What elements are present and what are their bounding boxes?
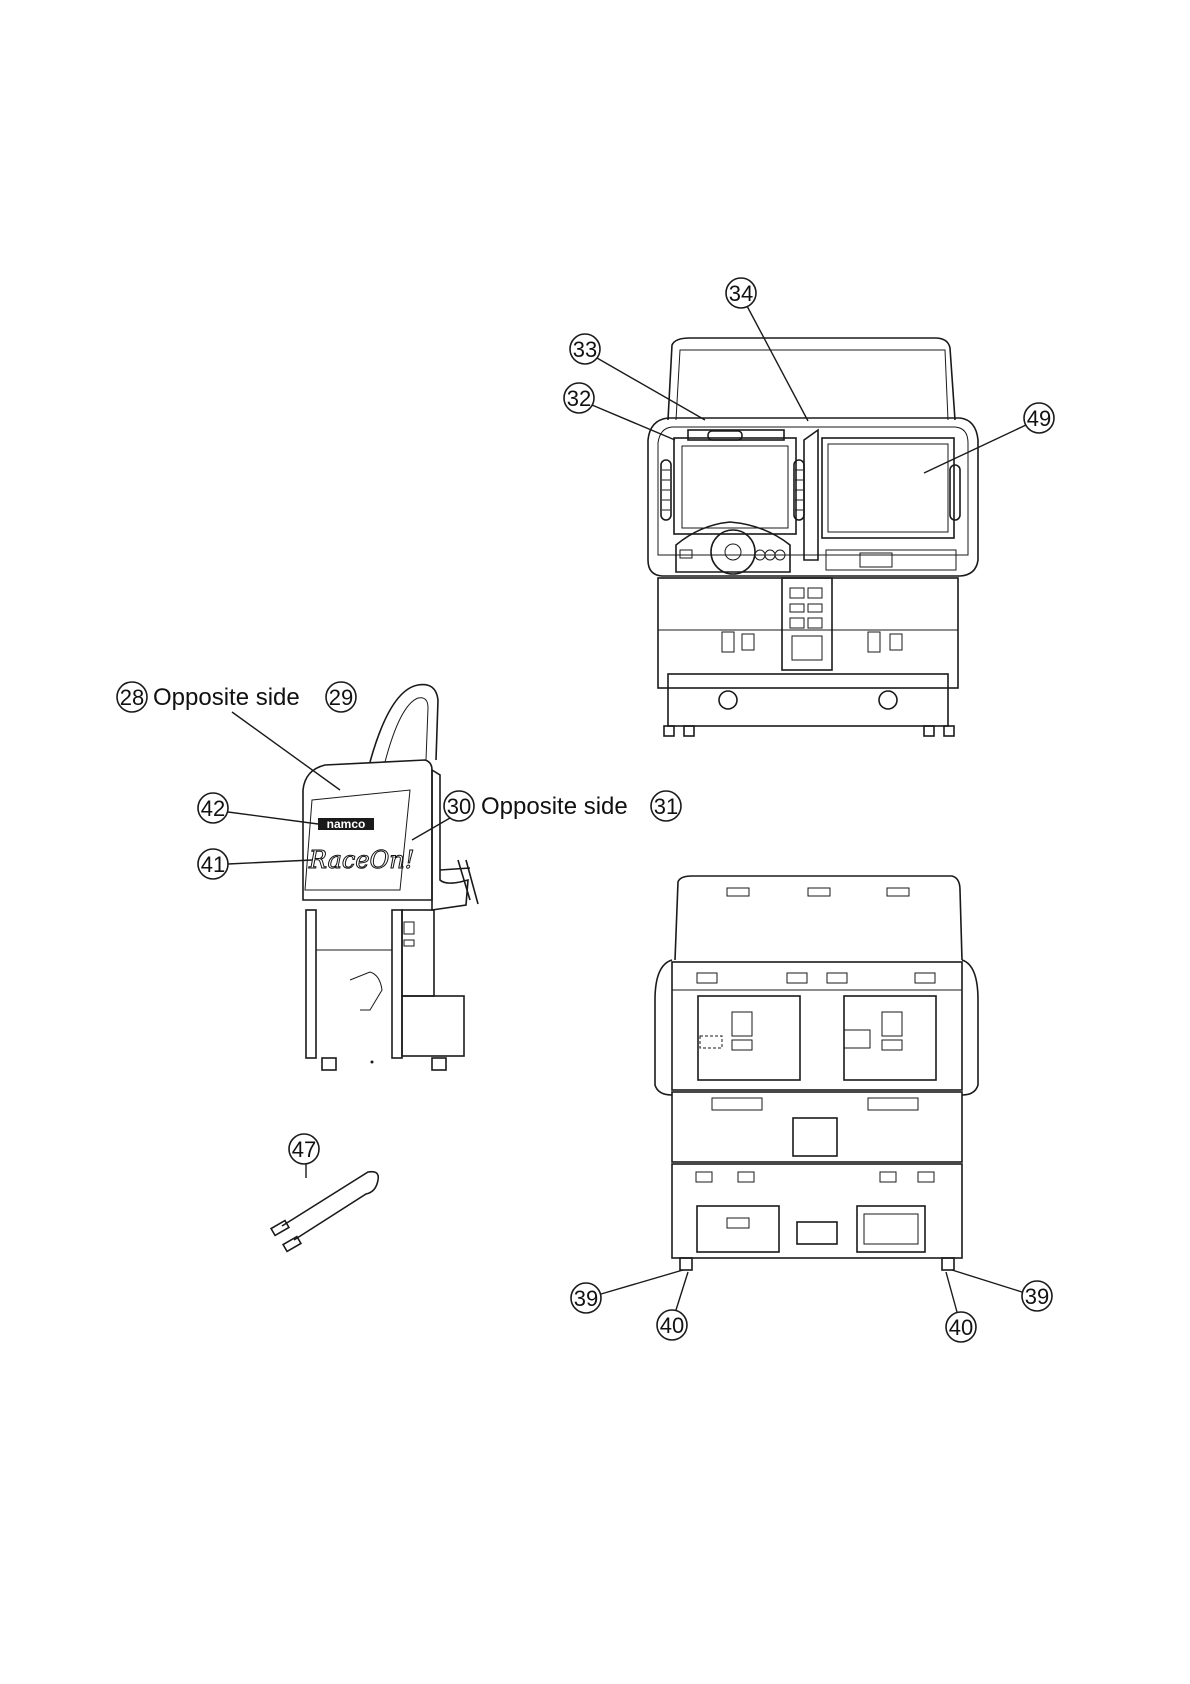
leader-40-right: [946, 1272, 957, 1312]
svg-text:39: 39: [574, 1286, 598, 1311]
callout-29: 29: [326, 682, 356, 712]
callout-39-left: 39: [571, 1283, 601, 1313]
leader-30: [412, 818, 450, 840]
callout-40-right: 40: [946, 1312, 976, 1342]
cabinet-rear-view: [655, 876, 978, 1270]
svg-text:33: 33: [573, 337, 597, 362]
leader-28: [232, 712, 340, 790]
svg-text:namco: namco: [327, 817, 366, 831]
leader-32: [592, 405, 675, 440]
svg-text:40: 40: [949, 1315, 973, 1340]
svg-text:29: 29: [329, 685, 353, 710]
callout-30: 30: [444, 791, 474, 821]
svg-text:32: 32: [567, 386, 591, 411]
leader-33: [597, 358, 705, 420]
svg-text:28: 28: [120, 685, 144, 710]
callout-42: 42: [198, 793, 228, 823]
svg-text:47: 47: [292, 1137, 316, 1162]
callout-49: 49: [1024, 403, 1054, 433]
leader-41: [228, 860, 312, 864]
leader-34: [747, 306, 808, 421]
callout-33: 33: [570, 334, 600, 364]
svg-text:40: 40: [660, 1313, 684, 1338]
cabinet-side-view: [303, 685, 478, 1070]
callout-31: 31: [651, 791, 681, 821]
callout-34: 34: [726, 278, 756, 308]
leader-40-left: [676, 1272, 688, 1310]
svg-text:42: 42: [201, 796, 225, 821]
opposite-side-label-2: Opposite side: [481, 793, 628, 820]
leader-49: [924, 425, 1026, 473]
cable-accessory: [271, 1172, 378, 1252]
opposite-side-label-1: Opposite side: [153, 684, 300, 711]
svg-text:41: 41: [201, 852, 225, 877]
namco-logo-decal: namco: [318, 817, 374, 831]
callout-28: 28: [117, 682, 147, 712]
svg-text:RaceOn!: RaceOn!: [308, 846, 414, 874]
svg-text:39: 39: [1025, 1284, 1049, 1309]
callout-40-left: 40: [657, 1310, 687, 1340]
leader-39-left: [601, 1270, 683, 1294]
leader-39-right: [952, 1270, 1022, 1292]
svg-text:31: 31: [654, 794, 678, 819]
cabinet-front-view: [648, 338, 978, 736]
svg-text:34: 34: [729, 281, 753, 306]
svg-text:30: 30: [447, 794, 471, 819]
callout-47: 47: [289, 1134, 319, 1164]
callout-32: 32: [564, 383, 594, 413]
leader-42: [228, 812, 318, 824]
race-on-logo-decal: RaceOn!: [308, 846, 414, 874]
callout-41: 41: [198, 849, 228, 879]
callout-39-right: 39: [1022, 1281, 1052, 1311]
svg-text:49: 49: [1027, 406, 1051, 431]
